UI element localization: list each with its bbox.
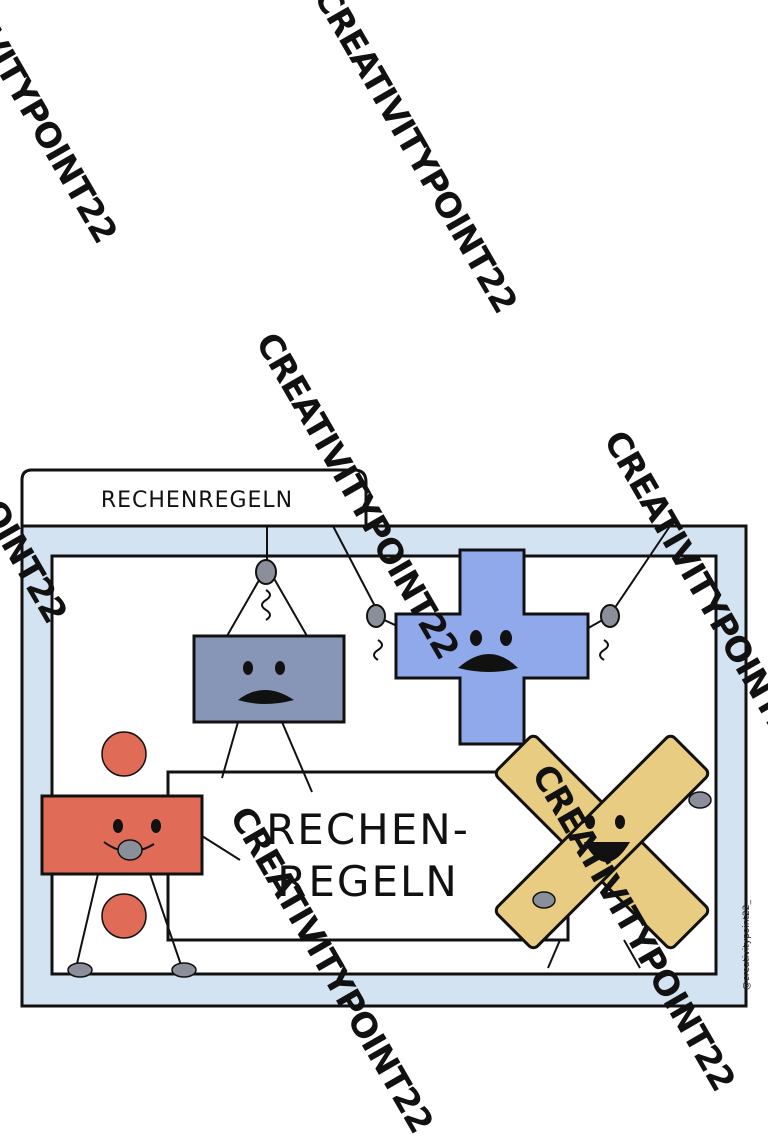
title-line-1: RECHEN- xyxy=(266,804,470,854)
folder-tab xyxy=(20,468,368,528)
minus-character xyxy=(192,634,346,793)
title-line-2: REGELN xyxy=(277,857,459,906)
divide-character xyxy=(40,731,241,978)
title-box: RECHEN- REGELN xyxy=(168,772,568,940)
folder-tab-label: RECHENREGELN xyxy=(100,487,294,513)
credit-handle: @creativitypoint22_ xyxy=(742,900,752,991)
puppet-hands xyxy=(255,559,620,628)
multiply-character xyxy=(494,734,712,969)
illustration xyxy=(20,468,748,1008)
